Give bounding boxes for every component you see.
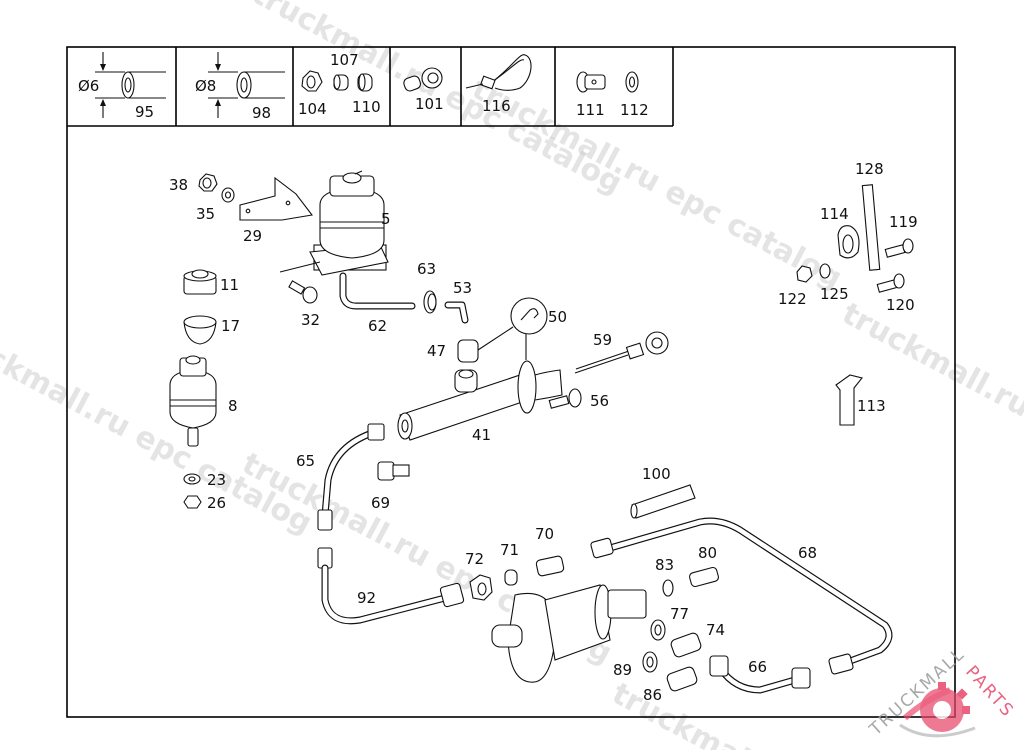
diagram-frame xyxy=(66,46,956,718)
callout-69[interactable]: 69 xyxy=(371,494,390,512)
callout-47[interactable]: 47 xyxy=(427,342,446,360)
callout-56[interactable]: 56 xyxy=(590,392,609,410)
watermark-text: truckmall.ru epc xyxy=(836,296,1024,457)
slave-cylinder xyxy=(491,584,647,683)
callout-72[interactable]: 72 xyxy=(465,550,484,568)
header-cell-116[interactable]: 116 xyxy=(465,54,532,115)
callout-17[interactable]: 17 xyxy=(221,317,240,335)
callout-74[interactable]: 74 xyxy=(706,621,725,639)
callout-65[interactable]: 65 xyxy=(296,452,315,470)
callout-120[interactable]: 120 xyxy=(886,296,915,314)
callout-92[interactable]: 92 xyxy=(357,589,376,607)
hydraulic-lines xyxy=(317,423,893,694)
callout-114[interactable]: 114 xyxy=(820,205,849,223)
callout-38[interactable]: 38 xyxy=(169,176,188,194)
callout-labels: 5 8 11 17 23 26 29 32 35 38 41 47 50 53 … xyxy=(169,160,918,704)
watermark-text: truckmall.ru epc catalog xyxy=(0,316,318,541)
brand-logo: TRUCKMALL PARTS xyxy=(865,644,1018,740)
callout-68[interactable]: 68 xyxy=(798,544,817,562)
part-label-107[interactable]: 107 xyxy=(330,51,359,69)
part-label-112[interactable]: 112 xyxy=(620,101,649,119)
callout-89[interactable]: 89 xyxy=(613,661,632,679)
callout-119[interactable]: 119 xyxy=(889,213,918,231)
callout-128[interactable]: 128 xyxy=(855,160,884,178)
dimension-label: Ø6 xyxy=(78,77,99,95)
callout-11[interactable]: 11 xyxy=(220,276,239,294)
header-strip: Ø6 95 Ø8 98 107 xyxy=(67,47,674,127)
header-cell-111[interactable]: 111 112 xyxy=(576,71,649,119)
callout-23[interactable]: 23 xyxy=(207,471,226,489)
callout-59[interactable]: 59 xyxy=(593,331,612,349)
callout-62[interactable]: 62 xyxy=(368,317,387,335)
callout-35[interactable]: 35 xyxy=(196,205,215,223)
callout-70[interactable]: 70 xyxy=(535,525,554,543)
gear-icon xyxy=(899,682,976,738)
callout-125[interactable]: 125 xyxy=(820,285,849,303)
part-label-110[interactable]: 110 xyxy=(352,98,381,116)
callout-50[interactable]: 50 xyxy=(548,308,567,326)
callout-29[interactable]: 29 xyxy=(243,227,262,245)
header-cell-101[interactable]: 101 xyxy=(402,67,444,113)
header-cell-98[interactable]: Ø8 98 xyxy=(195,52,285,122)
fittings xyxy=(377,461,719,692)
callout-77[interactable]: 77 xyxy=(670,605,689,623)
callout-41[interactable]: 41 xyxy=(472,426,491,444)
callout-53[interactable]: 53 xyxy=(453,279,472,297)
part-label-101[interactable]: 101 xyxy=(415,95,444,113)
part-label-111[interactable]: 111 xyxy=(576,101,605,119)
callout-26[interactable]: 26 xyxy=(207,494,226,512)
callout-66[interactable]: 66 xyxy=(748,658,767,676)
callout-63[interactable]: 63 xyxy=(417,260,436,278)
part-label-98[interactable]: 98 xyxy=(252,104,271,122)
callout-8[interactable]: 8 xyxy=(228,397,238,415)
header-cell-95[interactable]: Ø6 95 xyxy=(78,52,166,121)
part-label-95[interactable]: 95 xyxy=(135,103,154,121)
reservoir-assembly xyxy=(198,170,469,324)
header-cell-107[interactable]: 107 104 110 xyxy=(298,51,381,118)
callout-32[interactable]: 32 xyxy=(301,311,320,329)
dimension-label: Ø8 xyxy=(195,77,216,95)
callout-113[interactable]: 113 xyxy=(857,397,886,415)
callout-80[interactable]: 80 xyxy=(698,544,717,562)
callout-86[interactable]: 86 xyxy=(643,686,662,704)
callout-100[interactable]: 100 xyxy=(642,465,671,483)
left-parts xyxy=(169,269,217,509)
part-label-104[interactable]: 104 xyxy=(298,100,327,118)
watermark-text: truckmall.ru epc catalog xyxy=(466,71,847,296)
master-cylinder xyxy=(397,297,669,441)
callout-71[interactable]: 71 xyxy=(500,541,519,559)
callout-122[interactable]: 122 xyxy=(778,290,807,308)
callout-5[interactable]: 5 xyxy=(381,210,391,228)
callout-83[interactable]: 83 xyxy=(655,556,674,574)
part-label-116[interactable]: 116 xyxy=(482,97,511,115)
bracket-parts xyxy=(796,184,914,426)
